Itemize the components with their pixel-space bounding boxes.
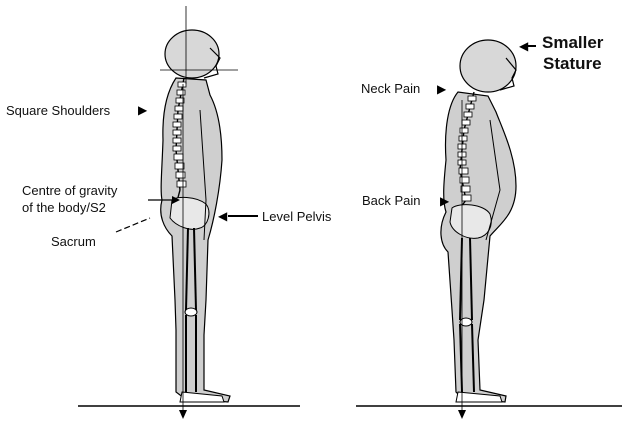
slouched-arm — [485, 119, 501, 241]
level-pelvis-arrow-icon: ◀ — [218, 209, 228, 223]
slouched-foot — [455, 391, 503, 403]
upright-arm — [199, 109, 207, 241]
upright-vertebrae — [172, 81, 187, 188]
slouched-pelvis-legs — [449, 119, 503, 403]
smaller-stature-arrow-icon: ◀ — [519, 39, 529, 53]
back-pain-label: Back Pain — [362, 193, 421, 208]
centre-gravity-label-line1: Centre of gravity — [22, 183, 118, 198]
level-pelvis-label: Level Pelvis — [262, 209, 332, 224]
smaller-stature-label-line1: Smaller — [542, 33, 604, 52]
level-pelvis-arrow-line — [228, 215, 258, 217]
square-shoulders-arrow-icon: ▶ — [138, 103, 148, 117]
upright-gravity-arrowhead — [179, 410, 187, 419]
upright-foot — [179, 391, 225, 403]
back-pain-arrow-icon: ▶ — [440, 194, 450, 208]
sacrum-pointer-line — [115, 217, 151, 233]
smaller-stature-label-line2: Stature — [543, 54, 602, 73]
centre-gravity-label-line2: of the body/S2 — [22, 200, 106, 215]
upright-pelvis — [169, 196, 210, 230]
neck-pain-arrow-icon: ▶ — [437, 82, 447, 96]
upright-face — [203, 47, 221, 79]
centre-gravity-arrowhead — [172, 196, 180, 204]
upright-head — [164, 29, 220, 79]
smaller-stature-arrow-line — [528, 45, 536, 47]
slouched-head — [459, 39, 517, 93]
slouched-face — [499, 57, 517, 91]
slouched-gravity-arrowhead — [458, 410, 466, 419]
upright-pelvis-legs — [169, 109, 225, 403]
square-shoulders-label: Square Shoulders — [6, 103, 111, 118]
slouched-body-outline — [440, 91, 517, 403]
sacrum-label: Sacrum — [51, 234, 96, 249]
neck-pain-label: Neck Pain — [361, 81, 421, 96]
